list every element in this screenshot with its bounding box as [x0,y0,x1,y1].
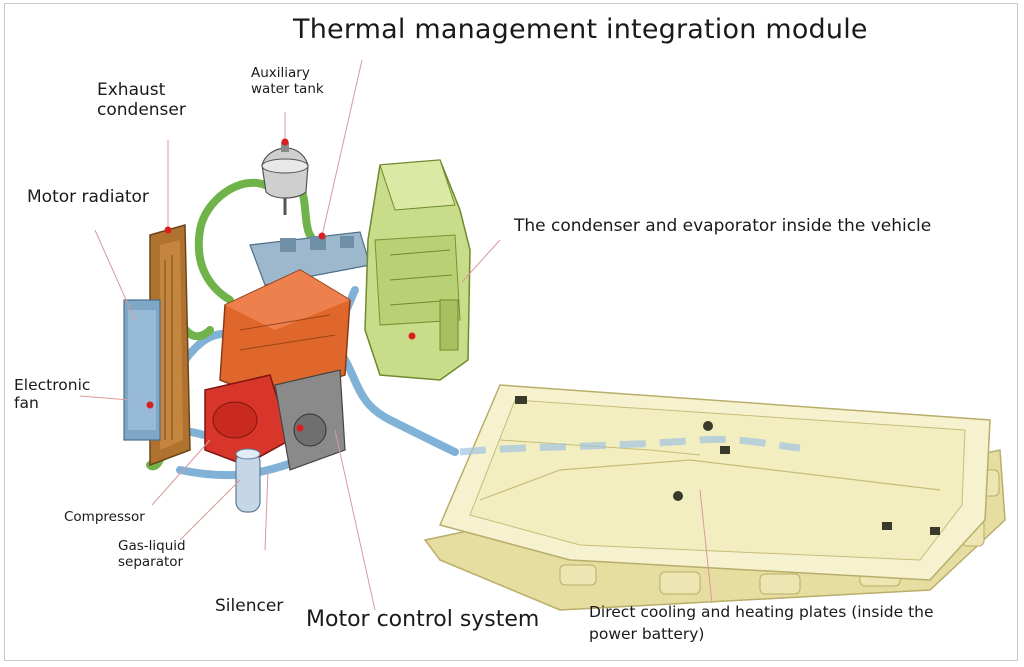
label-direct-cooling-plates-line1: Direct cooling and heating plates (insid… [589,603,934,621]
label-auxiliary-water-tank: Auxiliary water tank [251,65,324,98]
leader-lines [79,59,713,611]
label-electronic-fan-line1: Electronic [14,376,91,394]
label-silencer: Silencer [215,596,284,616]
motor-radiator [123,224,191,467]
label-gas-liquid-separator: Gas-liquid separator [118,538,186,571]
auxiliary-water-tank [261,142,309,215]
motor-unit [219,269,351,401]
label-compressor: Compressor [64,509,145,525]
gas-liquid-separator [235,448,261,513]
label-condenser-evaporator: The condenser and evaporator inside the … [514,216,932,236]
battery-pack [423,384,1006,611]
label-electronic-fan: Electronic fan [14,376,90,413]
label-exhaust-condenser-line2: condenser [97,100,186,121]
label-exhaust-condenser-line1: Exhaust [97,80,166,100]
diagram-title: Thermal management integration module [293,14,868,45]
label-gas-liquid-separator-line1: Gas-liquid [118,538,186,554]
label-motor-control-system: Motor control system [306,607,540,632]
image-frame [4,3,1018,661]
compressor-block [204,369,346,471]
marker-dots [146,138,416,432]
hvac-unit [364,159,471,381]
label-exhaust-condenser: Exhaust condenser [97,80,186,120]
label-gas-liquid-separator-line2: separator [118,553,184,570]
label-auxiliary-water-tank-line1: Auxiliary [251,65,310,81]
label-direct-cooling-plates-line2: power battery) [589,625,705,644]
label-direct-cooling-plates: Direct cooling and heating plates (insid… [589,601,934,646]
label-electronic-fan-line2: fan [14,394,39,413]
label-auxiliary-water-tank-line2: water tank [251,80,324,97]
label-motor-radiator: Motor radiator [27,187,149,207]
